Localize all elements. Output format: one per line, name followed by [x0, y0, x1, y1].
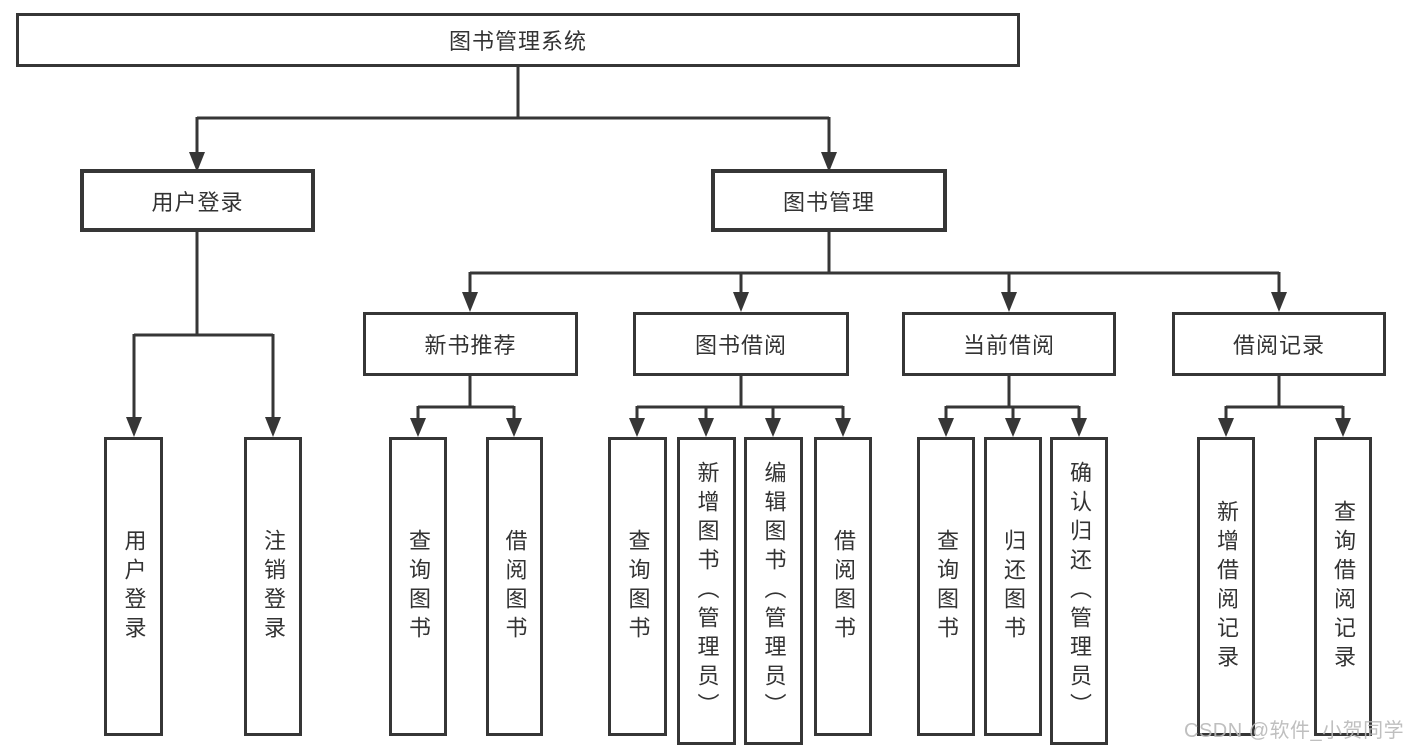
node-current-borrowing: 当前借阅	[902, 312, 1116, 376]
leaf-query-borrow-record: 查询借阅记录	[1314, 437, 1372, 736]
leaf-label: 查询图书	[934, 528, 959, 645]
leaf-add-book-admin: 新增图书（管理员）	[677, 437, 736, 745]
leaf-label: 注销登录	[261, 528, 286, 645]
leaf-user-login: 用户登录	[104, 437, 163, 736]
node-book-management: 图书管理	[711, 169, 947, 232]
leaf-label: 归还图书	[1001, 528, 1026, 645]
leaf-add-borrow-record: 新增借阅记录	[1197, 437, 1255, 736]
leaf-query-books-recommend: 查询图书	[389, 437, 447, 736]
leaf-label: 查询图书	[625, 528, 651, 645]
leaf-logout: 注销登录	[244, 437, 302, 736]
leaf-label: 查询图书	[406, 528, 431, 645]
node-new-book-recommendation: 新书推荐	[363, 312, 578, 376]
node-label: 用户登录	[151, 189, 244, 215]
leaf-label: 用户登录	[121, 528, 147, 645]
leaf-label: 确认归还（管理员）	[1067, 460, 1092, 722]
node-user-login: 用户登录	[80, 169, 315, 232]
leaf-edit-book-admin: 编辑图书（管理员）	[744, 437, 803, 745]
node-book-borrowing: 图书借阅	[633, 312, 849, 376]
leaf-query-books-borrowing: 查询图书	[608, 437, 667, 736]
node-borrowing-records: 借阅记录	[1172, 312, 1386, 376]
leaf-label: 新增借阅记录	[1214, 499, 1239, 674]
leaf-confirm-return-admin: 确认归还（管理员）	[1050, 437, 1108, 745]
leaf-label: 编辑图书（管理员）	[761, 460, 787, 722]
node-library-management-system: 图书管理系统	[16, 13, 1020, 67]
csdn-watermark: CSDN @软件_小贺同学	[1184, 720, 1405, 742]
leaf-label: 新增图书（管理员）	[694, 460, 720, 722]
node-label: 借阅记录	[1232, 333, 1325, 358]
node-label: 图书借阅	[694, 333, 787, 358]
node-label: 图书管理系统	[448, 29, 587, 54]
node-label: 新书推荐	[424, 333, 517, 358]
leaf-return-book: 归还图书	[984, 437, 1042, 736]
node-label: 当前借阅	[962, 333, 1055, 358]
leaf-borrow-books-borrowing: 借阅图书	[814, 437, 872, 736]
leaf-label: 借阅图书	[831, 528, 856, 645]
node-label: 图书管理	[782, 189, 875, 215]
leaf-label: 借阅图书	[502, 528, 528, 645]
leaf-borrow-books-recommend: 借阅图书	[486, 437, 543, 736]
leaf-query-books-current: 查询图书	[917, 437, 975, 736]
leaf-label: 查询借阅记录	[1331, 499, 1356, 674]
